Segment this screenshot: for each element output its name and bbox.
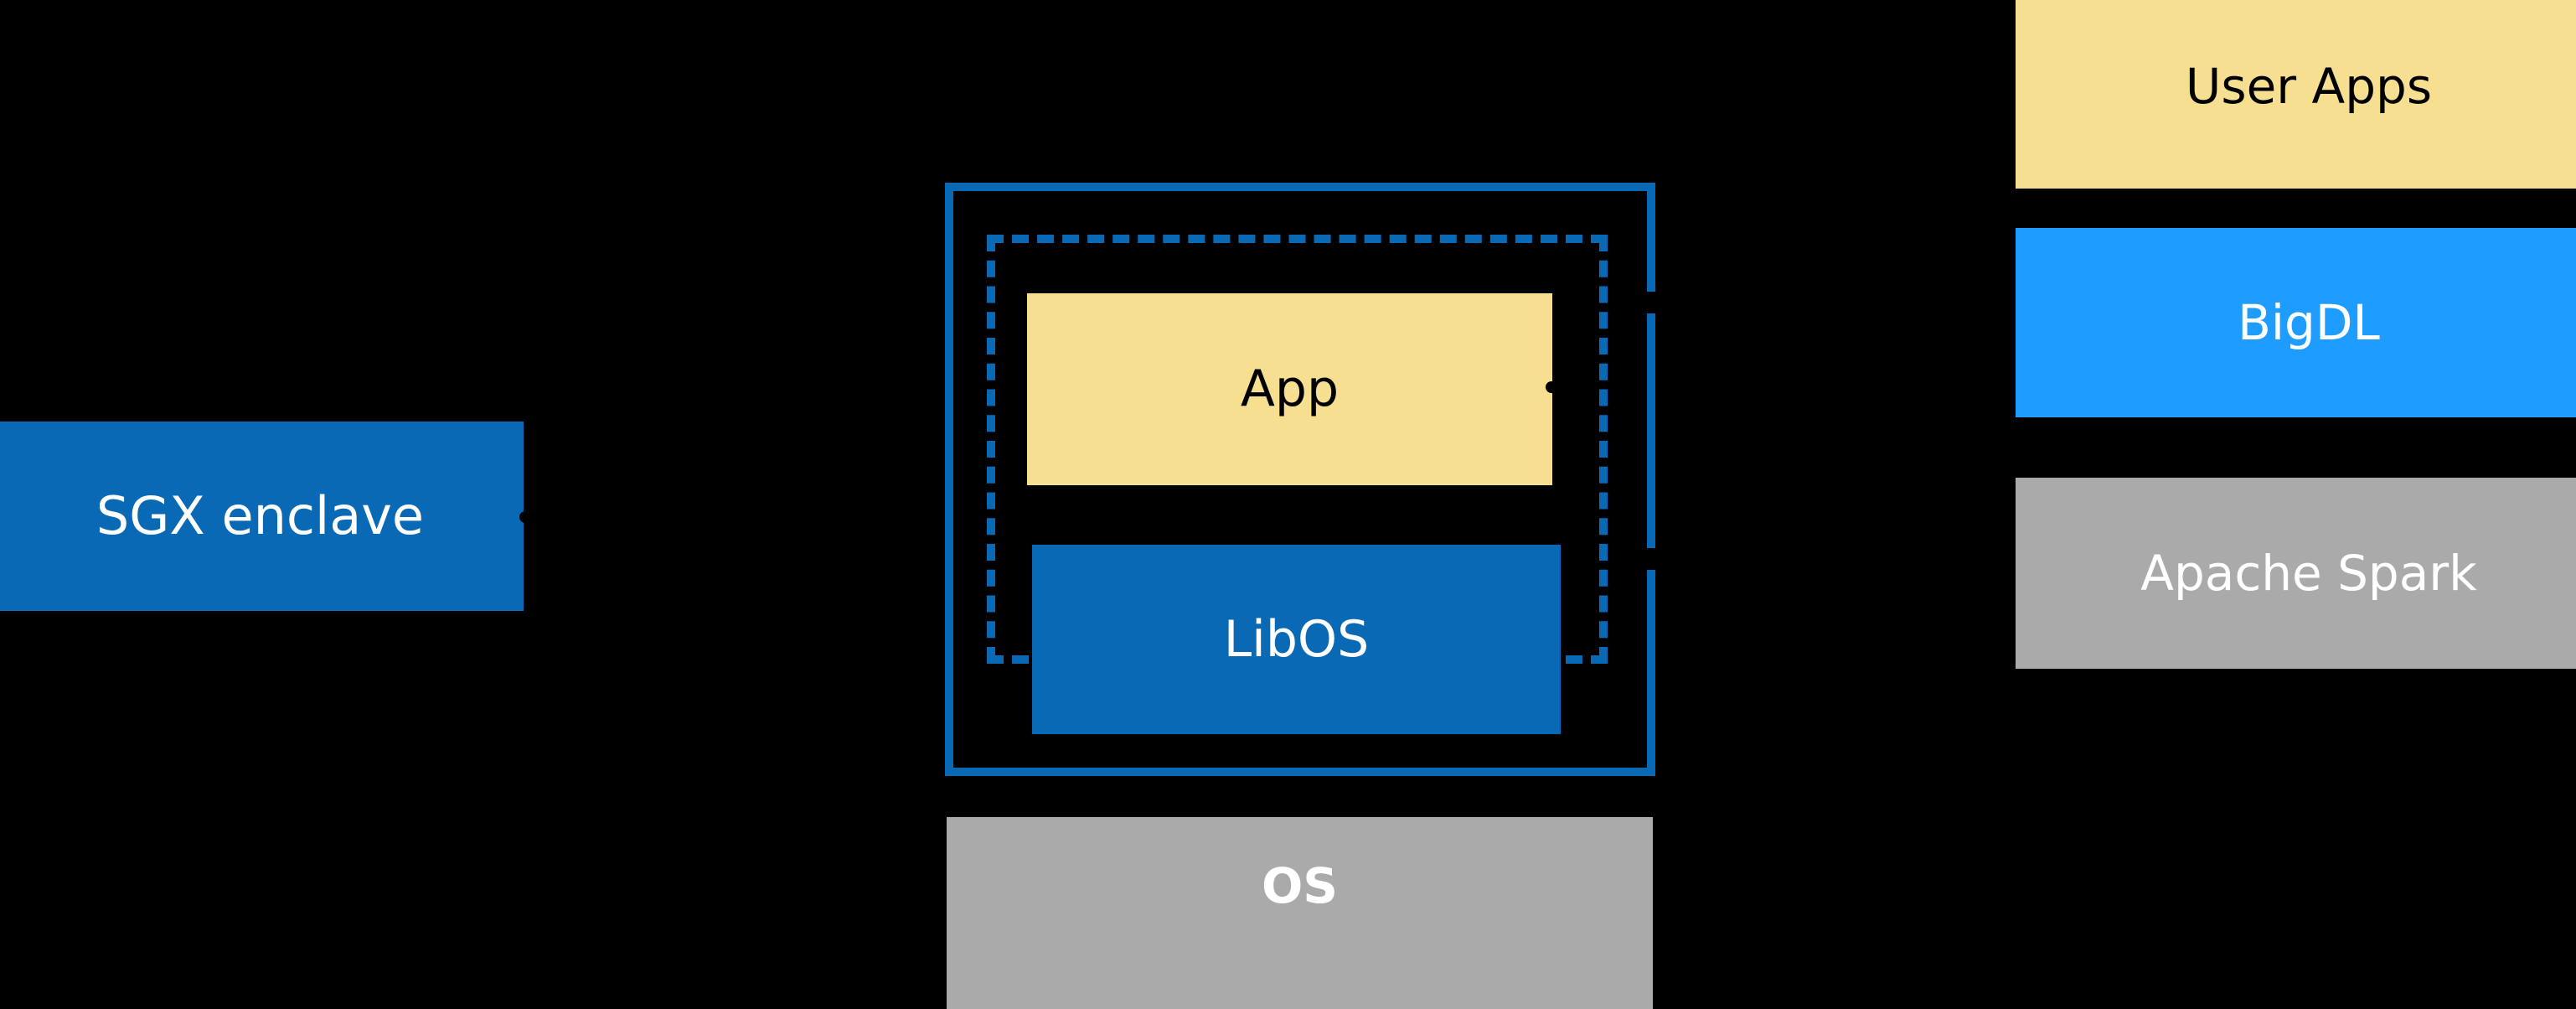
app-box[interactable]: App [1027,293,1552,485]
enclave-container-outline [945,183,1655,776]
libos-box[interactable]: LibOS [1032,545,1561,734]
apache-spark-label: Apache Spark [2140,544,2477,602]
os-label: OS [1261,857,1339,914]
sgx-connector-dot [519,511,531,523]
apache-spark-box[interactable]: Apache Spark [2016,478,2576,669]
user-apps-box[interactable]: User Apps [2016,0,2576,189]
bigdl-label: BigDL [2238,293,2380,351]
app-connector-dot [1546,381,1557,393]
sgx-enclave-label: SGX enclave [96,485,425,547]
libos-label: LibOS [1223,609,1370,669]
sgx-enclave-box[interactable]: SGX enclave [0,422,524,611]
bigdl-box[interactable]: BigDL [2016,228,2576,417]
user-apps-label: User Apps [2185,58,2433,116]
os-box[interactable]: OS [947,817,1653,1009]
app-label: App [1240,360,1340,418]
